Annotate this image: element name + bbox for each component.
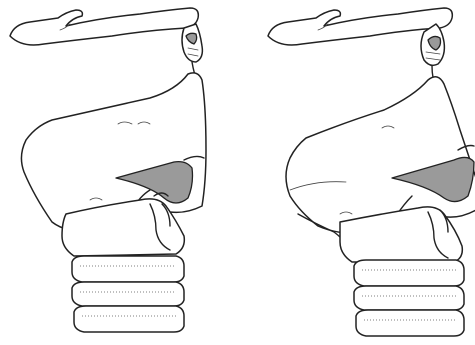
left-hyoid-bone [10,8,198,45]
left-tracheal-ring-2 [72,282,184,306]
left-larynx-drawing [10,8,206,332]
right-tracheal-ring-2 [354,286,464,310]
right-tracheal-ring-3 [356,310,464,336]
left-tracheal-ring-3 [74,306,184,332]
left-tracheal-ring-1 [72,256,184,282]
right-larynx-drawing [268,8,475,336]
right-tracheal-ring-1 [354,260,464,286]
right-thyroid-cartilage [286,77,475,235]
